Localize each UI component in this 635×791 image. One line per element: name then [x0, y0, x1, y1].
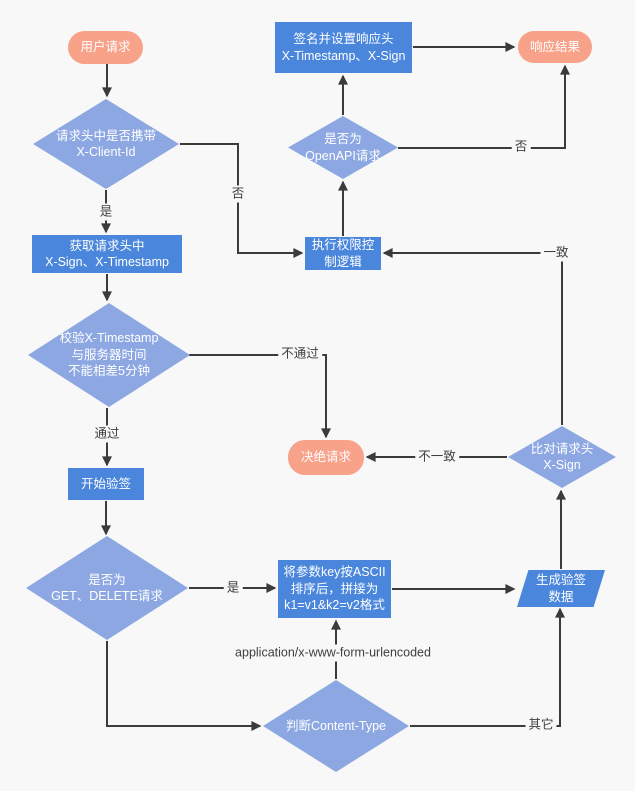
node-start-verify: 开始验签	[68, 468, 144, 500]
edge-label-client-id-yes: 是	[96, 203, 116, 221]
edge-label-get-delete-yes: 是	[223, 579, 243, 597]
edge-label-timestamp-pass: 通过	[91, 425, 123, 443]
edge-is-openapi-no-to-response-result	[398, 64, 570, 149]
edge-is-get-delete-to-check-content-type	[106, 641, 262, 731]
node-response-result: 响应结果	[518, 31, 592, 63]
edge-label-client-id-no: 否	[228, 185, 248, 203]
edge-label-content-type-form: application/x-www-form-urlencoded	[232, 644, 434, 662]
edge-content-type-other-to-gen-verify-data	[410, 607, 565, 727]
edge-label-openapi-no: 否	[511, 138, 531, 156]
node-get-headers: 获取请求头中 X-Sign、X-Timestamp	[32, 235, 182, 273]
node-user-request: 用户请求	[68, 31, 143, 64]
node-exec-permission: 执行权限控 制逻辑	[305, 237, 381, 270]
node-reject-request: 决绝请求	[288, 440, 364, 475]
edge-label-content-type-other: 其它	[525, 716, 557, 734]
node-sign-response: 签名并设置响应头 X-Timestamp、X-Sign	[275, 22, 412, 73]
edge-label-sign-mismatch: 不一致	[415, 448, 459, 466]
edge-label-timestamp-fail: 不通过	[278, 345, 322, 363]
node-sort-params: 将参数key按ASCII 排序后，拼接为 k1=v1&k2=v2格式	[278, 560, 391, 618]
edge-label-sign-match: 一致	[540, 244, 572, 262]
edge-compare-sign-match-to-exec-permission	[382, 248, 563, 425]
node-gen-verify-data: 生成验签数据	[517, 570, 605, 607]
edge-check-timestamp-fail-to-reject	[189, 354, 331, 439]
